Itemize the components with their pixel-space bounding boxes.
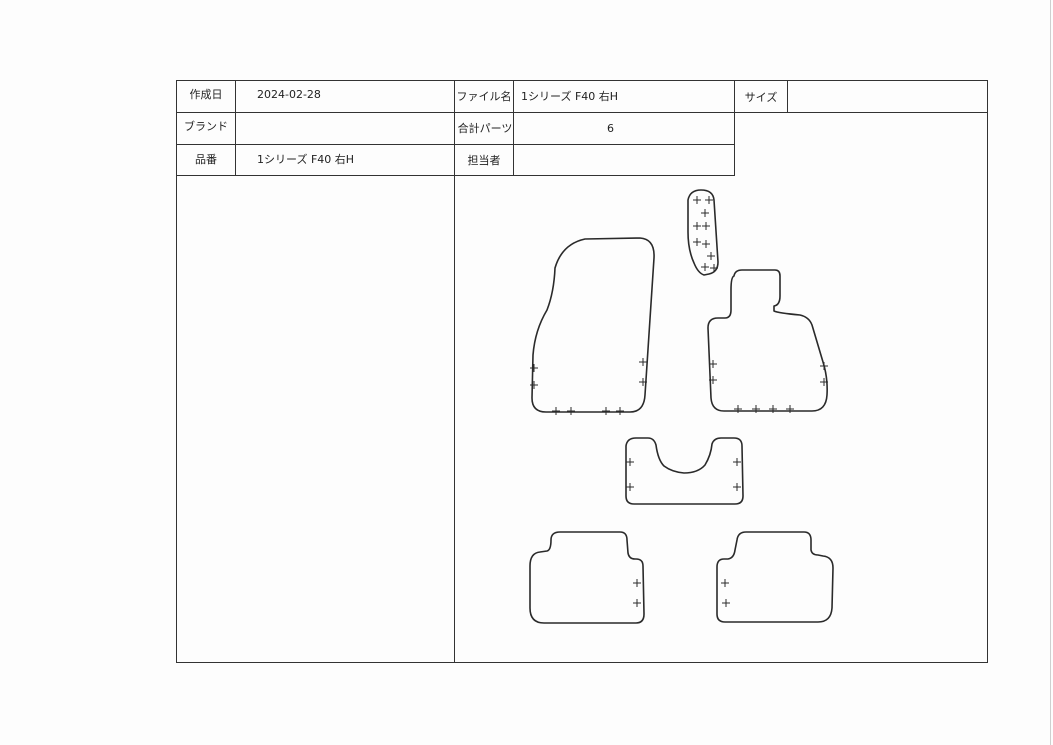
brand-label: ブランド xyxy=(184,120,228,133)
mounting-hole-mark xyxy=(639,378,647,386)
mounting-hole-mark xyxy=(733,458,741,466)
mounting-hole-marks xyxy=(530,196,828,607)
part-number-label: 品番 xyxy=(195,153,217,166)
mounting-hole-mark xyxy=(633,579,641,587)
mounting-hole-mark xyxy=(639,358,647,366)
scan-edge xyxy=(1050,0,1051,745)
mounting-hole-mark xyxy=(626,483,634,491)
mounting-hole-mark xyxy=(701,263,709,271)
created-label: 作成日 xyxy=(189,88,223,101)
front-right-mat-outline xyxy=(707,269,828,412)
mounting-hole-mark xyxy=(721,579,729,587)
header-row-divider-2 xyxy=(176,144,734,145)
header-col-divider-1 xyxy=(235,80,236,176)
mounting-hole-mark xyxy=(769,405,777,413)
owner-label: 担当者 xyxy=(467,154,501,167)
header-row-divider-3 xyxy=(176,175,734,176)
file-name-value: 1シリーズ F40 右H xyxy=(521,90,619,103)
mounting-hole-mark xyxy=(734,405,742,413)
mounting-hole-mark xyxy=(693,222,701,230)
mounting-hole-mark xyxy=(820,362,828,370)
mounting-hole-mark xyxy=(733,483,741,491)
total-parts-label: 合計パーツ xyxy=(457,122,513,135)
mounting-hole-mark xyxy=(552,407,560,415)
total-parts-value: 6 xyxy=(607,122,614,135)
mounting-hole-mark xyxy=(752,405,760,413)
mounting-hole-mark xyxy=(820,378,828,386)
mounting-hole-mark xyxy=(786,405,794,413)
file-name-label: ファイル名 xyxy=(456,90,512,103)
front-left-mat-outline xyxy=(531,237,655,413)
header-col-divider-4 xyxy=(787,80,788,113)
mounting-hole-mark xyxy=(709,360,717,368)
mounting-hole-mark xyxy=(567,407,575,415)
spec-sheet-frame xyxy=(176,80,988,663)
mounting-hole-mark xyxy=(530,381,538,389)
mounting-hole-mark xyxy=(701,209,709,217)
mounting-hole-mark xyxy=(602,407,610,415)
main-col-divider xyxy=(454,80,455,663)
mounting-hole-mark xyxy=(530,364,538,372)
mounting-hole-mark xyxy=(705,196,713,204)
header-col-divider-2 xyxy=(513,80,514,176)
part-number-value: 1シリーズ F40 右H xyxy=(257,153,355,166)
mounting-hole-mark xyxy=(710,264,718,272)
mounting-hole-mark xyxy=(722,599,730,607)
mounting-hole-mark xyxy=(709,376,717,384)
mounting-hole-mark xyxy=(707,252,715,260)
mounting-hole-mark xyxy=(633,599,641,607)
rear-left-mat-outline xyxy=(529,531,645,624)
header-row-divider-1 xyxy=(176,112,988,113)
size-label: サイズ xyxy=(744,91,778,104)
created-value: 2024-02-28 xyxy=(257,88,321,101)
mounting-hole-mark xyxy=(693,196,701,204)
heel-pad-outline xyxy=(687,189,719,276)
mat-outlines xyxy=(529,189,834,624)
mounting-hole-mark xyxy=(693,238,701,246)
rear-center-mat-outline xyxy=(625,437,744,505)
mounting-hole-mark xyxy=(702,240,710,248)
header-col-divider-3 xyxy=(734,80,735,176)
mounting-hole-mark xyxy=(626,458,634,466)
mounting-hole-mark xyxy=(702,222,710,230)
mounting-hole-mark xyxy=(616,407,624,415)
rear-right-mat-outline xyxy=(716,531,834,623)
